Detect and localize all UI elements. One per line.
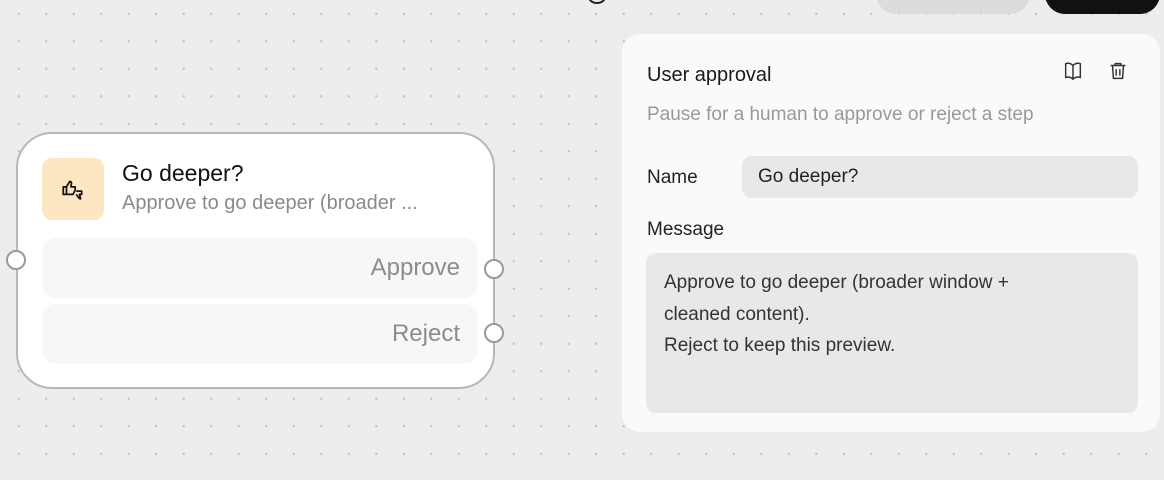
node-title: Go deeper?: [122, 160, 244, 186]
panel-subtitle: Pause for a human to approve or reject a…: [647, 104, 1034, 125]
message-textarea[interactable]: Approve to go deeper (broader window + c…: [646, 253, 1138, 413]
primary-button[interactable]: [1045, 0, 1160, 14]
reject-output-handle[interactable]: [484, 323, 504, 343]
secondary-button[interactable]: [876, 0, 1030, 14]
branch-reject: Reject: [42, 304, 478, 364]
node-subtitle: Approve to go deeper (broader ...: [122, 192, 418, 214]
thumbs-up-down-icon: [42, 158, 104, 220]
message-label: Message: [647, 219, 725, 240]
user-approval-node[interactable]: Go deeper? Approve to go deeper (broader…: [16, 132, 495, 389]
branch-approve: Approve: [42, 238, 478, 298]
panel-title: User approval: [647, 64, 772, 86]
name-input[interactable]: Go deeper?: [742, 156, 1138, 198]
trash-icon[interactable]: [1107, 60, 1129, 82]
name-label: Name: [647, 167, 698, 188]
input-handle[interactable]: [6, 250, 26, 270]
properties-panel: User approval Pause for a human to appro…: [622, 34, 1160, 432]
approve-output-handle[interactable]: [484, 259, 504, 279]
book-icon[interactable]: [1062, 60, 1084, 82]
